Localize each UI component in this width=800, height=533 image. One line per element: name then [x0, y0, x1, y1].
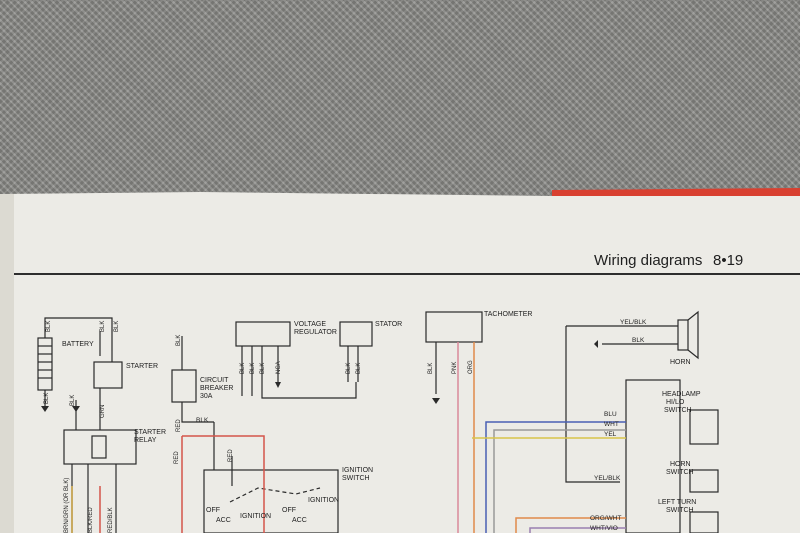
- wire-label-vr-blk-1: BLK: [240, 363, 246, 374]
- starter-box: [93, 361, 123, 389]
- circuit-breaker-label-3: 30A: [200, 393, 213, 400]
- ign-off-1: OFF: [206, 507, 220, 514]
- wire-label-hs-yel-blk: YEL/BLK: [594, 475, 621, 482]
- wire-label-hl-blu: BLU: [604, 411, 617, 418]
- left-turn-switch-label-2: SWITCH: [666, 507, 694, 514]
- voltage-regulator-box: [235, 321, 291, 347]
- ign-off-2: OFF: [282, 507, 296, 514]
- circuit-breaker-label-2: BREAKER: [200, 385, 233, 392]
- page-title: Wiring diagrams: [594, 252, 703, 269]
- battery-label: BATTERY: [62, 341, 94, 348]
- wire-label-hl-wht: WHT: [604, 421, 619, 428]
- manual-page: Wiring diagrams 8•19: [0, 186, 800, 533]
- horn-symbol: [677, 319, 689, 351]
- wire-label-vr-blk-3: BLK: [260, 363, 266, 374]
- circuit-breaker-box: [171, 369, 197, 403]
- wire-label-horn-blk: BLK: [632, 337, 645, 344]
- red-wire-ignition: [182, 435, 265, 533]
- headlamp-switch-label-3: SWITCH: [664, 407, 692, 414]
- ground-symbols: [41, 340, 598, 412]
- wire-label-blk-batt-top: BLK: [46, 321, 52, 332]
- blue-wire: [485, 421, 626, 533]
- left-turn-switch-label-1: LEFT TURN: [658, 499, 696, 506]
- wire-label-blk-cb-out: BLK: [196, 417, 209, 424]
- wire-label-st-blk-1: BLK: [346, 363, 352, 374]
- wire-label-red-left: RED: [174, 451, 180, 464]
- left-turn-switch-box: [689, 511, 719, 533]
- orange-white-wire: [515, 517, 626, 533]
- wire-label-blk-cb-top: BLK: [176, 335, 182, 346]
- paper-sheet: [0, 192, 800, 533]
- wire-label-red-ign: RED: [228, 449, 234, 462]
- rubber-mat-background: [0, 0, 800, 205]
- ignition-switch-label-1: IGNITION: [342, 467, 373, 474]
- stator-box: [339, 321, 373, 347]
- ignition-switch-box: [203, 469, 339, 533]
- starter-relay-label-1: STARTER: [134, 429, 166, 436]
- wire-label-horn-yel-blk: YEL/BLK: [620, 319, 647, 326]
- horn-switch-box: [689, 469, 719, 493]
- starter-relay-label-2: RELAY: [134, 437, 157, 444]
- wire-label-relay-1: BRN/GRN (OR BLK): [64, 478, 70, 533]
- wire-label-tach-pnk: PNK: [452, 362, 458, 374]
- battery-wire: [44, 317, 113, 351]
- header-rule: [14, 273, 800, 275]
- wire-label-tach-org: ORG: [468, 360, 474, 374]
- white-wire: [493, 429, 626, 533]
- page-paper: [0, 188, 800, 533]
- page-number: 8•19: [713, 252, 744, 269]
- wire-label-lt-wht-vio: WHT/VIO: [590, 525, 618, 532]
- starter-relay-box: [63, 429, 137, 465]
- headlamp-switch-label-1: HEADLAMP: [662, 391, 701, 398]
- voltage-regulator-label-1: VOLTAGE: [294, 321, 326, 328]
- wire-label-st-blk-2: BLK: [356, 363, 362, 374]
- wire-label-blk-batt-ground: BLK: [44, 393, 50, 404]
- book-fold: [0, 194, 14, 533]
- voltage-regulator-label-2: REGULATOR: [294, 329, 337, 336]
- wire-label-grn-relay: GRN: [100, 405, 106, 418]
- tachometer-label: TACHOMETER: [484, 311, 532, 318]
- wire-label-lt-org-wht: ORG/WHT: [590, 515, 621, 522]
- wire-label-blk-starter-b: BLK: [114, 321, 120, 332]
- wire-label-blk-starter-a: BLK: [100, 321, 106, 332]
- ignition-switch-label-2: SWITCH: [342, 475, 370, 482]
- wire-label-hl-yel: YEL: [604, 431, 617, 438]
- headlamp-switch-label-2: HI/LO: [666, 399, 685, 406]
- wire-label-vr-nca: NCA: [276, 361, 282, 374]
- wiring-diagram: BATTERY STARTER STARTER RELAY CIRCUIT BR…: [37, 310, 719, 533]
- wire-label-relay-3: RED/BLK: [108, 507, 114, 533]
- ign-acc-2: ACC: [292, 517, 307, 524]
- starter-label: STARTER: [126, 363, 158, 370]
- ign-acc-1: ACC: [216, 517, 231, 524]
- switch-housing: [625, 379, 681, 533]
- headlamp-switch-box: [689, 409, 719, 445]
- wire-label-vr-blk-2: BLK: [250, 363, 256, 374]
- horn-switch-label-1: HORN: [670, 461, 691, 468]
- wire-label-tach-blk: BLK: [428, 363, 434, 374]
- stator-label: STATOR: [375, 321, 402, 328]
- tachometer-box: [425, 311, 483, 343]
- white-violet-wire: [529, 527, 626, 533]
- horn-label: HORN: [670, 359, 691, 366]
- ign-ignition-2: IGNITION: [308, 497, 339, 504]
- circuit-breaker-label-1: CIRCUIT: [200, 377, 229, 384]
- horn-switch-label-2: SWITCH: [666, 469, 694, 476]
- wire-label-blk-relay-ground: BLK: [70, 395, 76, 406]
- wire-label-relay-2: BLK/RED: [88, 507, 94, 533]
- ign-ignition-1: IGNITION: [240, 513, 271, 520]
- wire-label-red-cb: RED: [176, 419, 182, 432]
